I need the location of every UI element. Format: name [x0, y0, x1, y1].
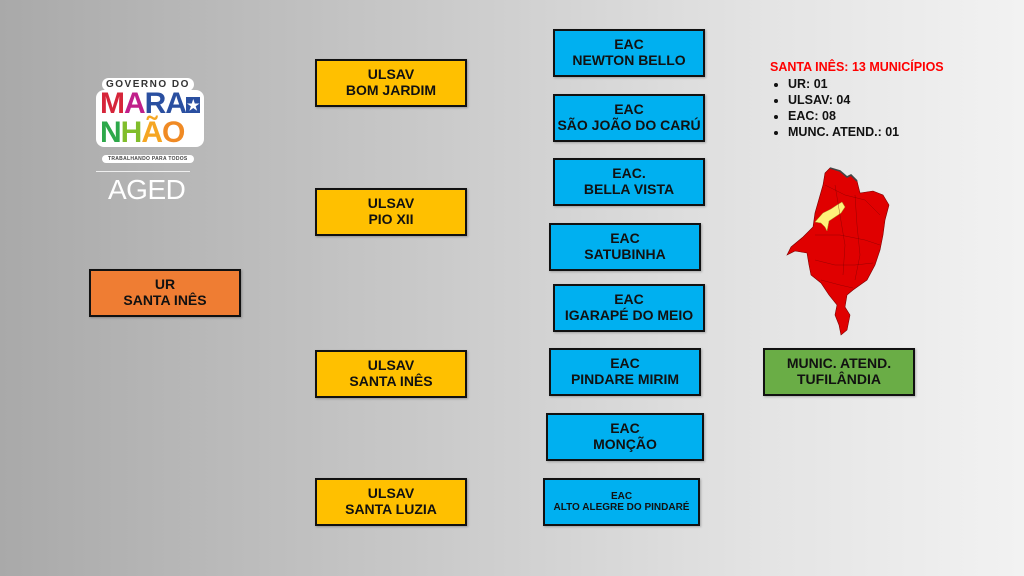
logo-letter: Ã [141, 116, 163, 150]
box-type: MUNIC. ATEND. [786, 355, 892, 372]
map-coast [829, 167, 858, 182]
logo-top-text: GOVERNO DO [102, 78, 194, 91]
box-type: EAC [610, 230, 640, 247]
ulsav-box-santa-ines: ULSAV SANTA INÊS [315, 350, 467, 398]
logo-letter: A [124, 87, 146, 120]
box-name: PIO XII [368, 211, 414, 227]
summary-item: ULSAV: 04 [788, 92, 944, 108]
map-state-shape [786, 167, 890, 336]
agency-name: AGED [108, 174, 186, 206]
summary-item: EAC: 08 [788, 108, 944, 124]
box-name: BOM JARDIM [345, 82, 437, 98]
map-municipal-borders [814, 184, 881, 289]
eac-box-bella-vista: EAC. BELLA VISTA [553, 158, 705, 206]
summary-panel: SANTA INÊS: 13 MUNICÍPIOS UR: 01 ULSAV: … [770, 60, 944, 140]
summary-item: UR: 01 [788, 76, 944, 92]
eac-box-satubinha: EAC SATUBINHA [549, 223, 701, 271]
logo-letter: H [120, 116, 143, 150]
eac-box-moncao: EAC MONÇÃO [546, 413, 704, 461]
box-type: EAC [610, 420, 640, 437]
map-region-highlight [814, 201, 846, 232]
box-name: PINDARE MIRIM [570, 371, 680, 387]
logo-letter: A [165, 87, 187, 120]
box-name: SANTA LUZIA [345, 501, 437, 517]
ur-box: UR SANTA INÊS [89, 269, 241, 317]
box-type: EAC [614, 101, 644, 118]
box-name: ALTO ALEGRE DO PINDARÉ [553, 502, 690, 513]
logo-letter: N [100, 116, 122, 150]
box-name: SÃO JOÃO DO CARÚ [557, 117, 701, 133]
box-name: NEWTON BELLO [572, 52, 686, 68]
logo-letter: M [100, 87, 125, 120]
box-name: SANTA INÊS [349, 373, 433, 389]
box-name: SANTA INÊS [123, 292, 207, 308]
box-type: EAC [614, 36, 644, 53]
eac-box-sao-joao-do-caru: EAC SÃO JOÃO DO CARÚ [553, 94, 705, 142]
eac-box-alto-alegre-do-pindare: EAC ALTO ALEGRE DO PINDARÉ [543, 478, 700, 526]
logo-mara: MARA★ NHÃO [96, 87, 204, 150]
box-name: TUFILÂNDIA [797, 371, 881, 387]
box-type: EAC. [612, 165, 646, 182]
logo-letter: O [162, 116, 185, 150]
box-name: BELLA VISTA [583, 181, 675, 197]
maranhao-map [786, 167, 890, 336]
ulsav-box-bom-jardim: ULSAV BOM JARDIM [315, 59, 467, 107]
box-type: EAC [610, 490, 633, 502]
box-type: ULSAV [367, 485, 415, 502]
box-type: EAC [614, 291, 644, 308]
box-type: EAC [610, 355, 640, 372]
ulsav-box-santa-luzia: ULSAV SANTA LUZIA [315, 478, 467, 526]
box-name: MONÇÃO [593, 436, 657, 452]
ulsav-box-pio-xii: ULSAV PIO XII [315, 188, 467, 236]
star-icon: ★ [186, 97, 200, 114]
box-type: ULSAV [367, 66, 415, 83]
eac-box-pindare-mirim: EAC PINDARE MIRIM [549, 348, 701, 396]
logo-tagline: TRABALHANDO PARA TODOS [102, 155, 194, 164]
eac-box-newton-bello: EAC NEWTON BELLO [553, 29, 705, 77]
summary-title: SANTA INÊS: 13 MUNICÍPIOS [770, 60, 944, 74]
eac-box-igarape-do-meio: EAC IGARAPÉ DO MEIO [553, 284, 705, 332]
logo-divider [96, 171, 190, 173]
box-type: ULSAV [367, 357, 415, 374]
box-type: ULSAV [367, 195, 415, 212]
summary-list: UR: 01 ULSAV: 04 EAC: 08 MUNC. ATEND.: 0… [770, 76, 944, 140]
box-name: IGARAPÉ DO MEIO [564, 307, 694, 323]
summary-item: MUNC. ATEND.: 01 [788, 124, 944, 140]
box-type: UR [154, 276, 176, 293]
box-name: SATUBINHA [584, 246, 666, 262]
logo-letter: R [144, 87, 167, 120]
munic-atend-box: MUNIC. ATEND. TUFILÂNDIA [763, 348, 915, 396]
governo-maranhao-logo: GOVERNO DO MARA★ NHÃO TRABALHANDO PARA T… [96, 74, 206, 206]
